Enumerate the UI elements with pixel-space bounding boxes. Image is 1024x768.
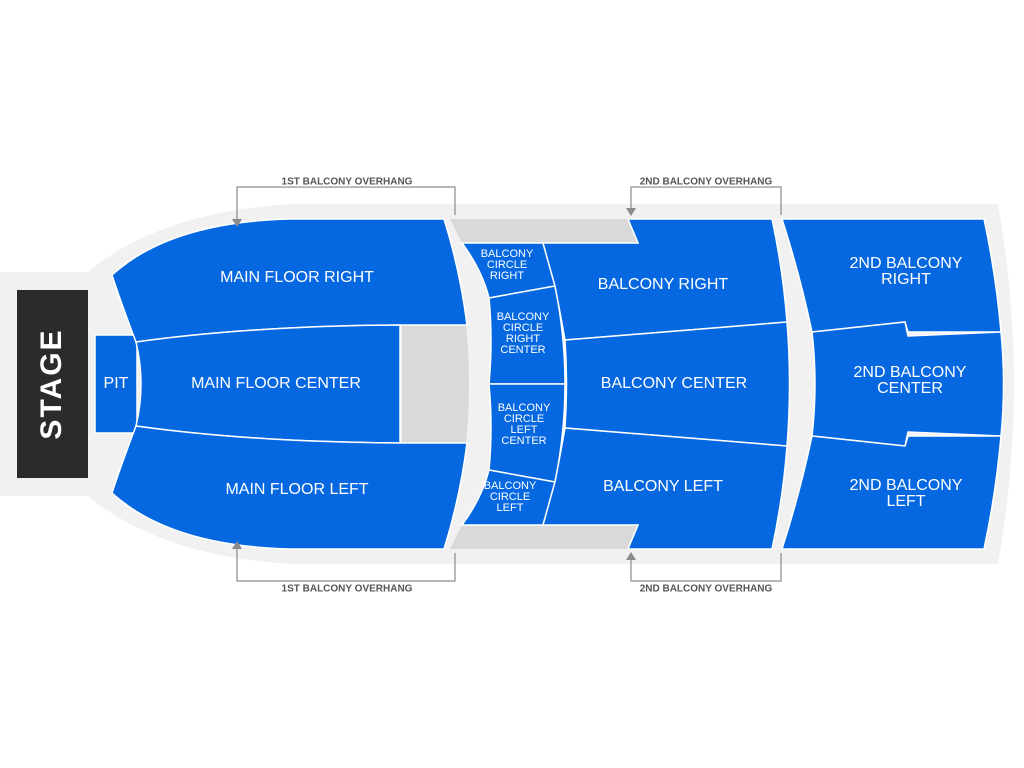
- stage[interactable]: [17, 290, 88, 478]
- 2nd-overhang-arrow-top: [626, 208, 636, 216]
- 1st-overhang-bracket-bottom: [236, 548, 456, 582]
- balcony-circle-right-center-label-2: CIRCLE: [503, 322, 543, 334]
- main-floor-center-label: MAIN FLOOR CENTER: [191, 375, 361, 392]
- balcony-circle-right-center-label-3: RIGHT: [506, 333, 541, 345]
- section-balcony-circle-left[interactable]: [460, 469, 556, 526]
- balcony-circle-left-center-label-4: CENTER: [501, 435, 546, 447]
- section-2nd-balcony-right[interactable]: [780, 218, 1002, 333]
- 1st-overhang-label-top: 1ST BALCONY OVERHANG: [282, 177, 413, 188]
- 2nd-balcony-center-label-2: CENTER: [877, 380, 943, 397]
- balcony-overhang-top: [450, 219, 638, 243]
- balcony-circle-left-center-label-3: LEFT: [511, 424, 538, 436]
- balcony-left-label: BALCONY LEFT: [603, 478, 723, 495]
- 2nd-overhang-label-bottom: 2ND BALCONY OVERHANG: [640, 584, 773, 595]
- section-pit[interactable]: [94, 334, 138, 434]
- balcony-circle-right-label-1: BALCONY: [481, 248, 534, 260]
- 2nd-balcony-right-label-2: RIGHT: [881, 271, 931, 288]
- 2nd-overhang-bracket-top: [630, 186, 782, 215]
- balcony-overhang-bottom: [450, 525, 638, 549]
- 1st-overhang-arrow-top: [232, 219, 242, 227]
- 2nd-balcony-right-label-1: 2ND BALCONY: [850, 255, 963, 272]
- balcony-circle-right-label-2: CIRCLE: [487, 259, 527, 271]
- stage-label: STAGE: [35, 328, 68, 439]
- balcony-circle-right-center-label-4: CENTER: [500, 344, 545, 356]
- 2nd-balcony-center-label-1: 2ND BALCONY: [854, 364, 967, 381]
- 1st-overhang-bracket-top: [236, 186, 456, 220]
- balcony-center-label: BALCONY CENTER: [601, 375, 747, 392]
- 1st-overhang-label-bottom: 1ST BALCONY OVERHANG: [282, 584, 413, 595]
- balcony-circle-left-label-2: CIRCLE: [490, 491, 530, 503]
- 2nd-overhang-label-top: 2ND BALCONY OVERHANG: [640, 177, 773, 188]
- balcony-circle-right-label-3: RIGHT: [490, 270, 525, 282]
- balcony-right-label: BALCONY RIGHT: [598, 276, 729, 293]
- 1st-overhang-arrow-bottom: [232, 541, 242, 549]
- section-balcony-left[interactable]: [542, 427, 788, 550]
- main-floor-left-label: MAIN FLOOR LEFT: [225, 481, 368, 498]
- section-balcony-right[interactable]: [542, 218, 788, 341]
- section-main-floor-left[interactable]: [111, 425, 468, 550]
- 2nd-balcony-left-label-2: LEFT: [886, 493, 925, 510]
- balcony-circle-left-label-1: BALCONY: [484, 480, 537, 492]
- main-floor-overhang-area: [402, 325, 469, 443]
- pit-label: PIT: [104, 375, 129, 392]
- balcony-circle-left-label-3: LEFT: [497, 502, 524, 514]
- 2nd-balcony-left-label-1: 2ND BALCONY: [850, 477, 963, 494]
- 2nd-overhang-bracket-bottom: [630, 553, 782, 582]
- 2nd-overhang-arrow-bottom: [626, 552, 636, 560]
- balcony-circle-left-center-label-1: BALCONY: [498, 402, 551, 414]
- balcony-circle-right-center-label-1: BALCONY: [497, 311, 550, 323]
- section-2nd-balcony-left[interactable]: [780, 435, 1002, 550]
- main-floor-right-label: MAIN FLOOR RIGHT: [220, 269, 374, 286]
- balcony-circle-left-center-label-2: CIRCLE: [504, 413, 544, 425]
